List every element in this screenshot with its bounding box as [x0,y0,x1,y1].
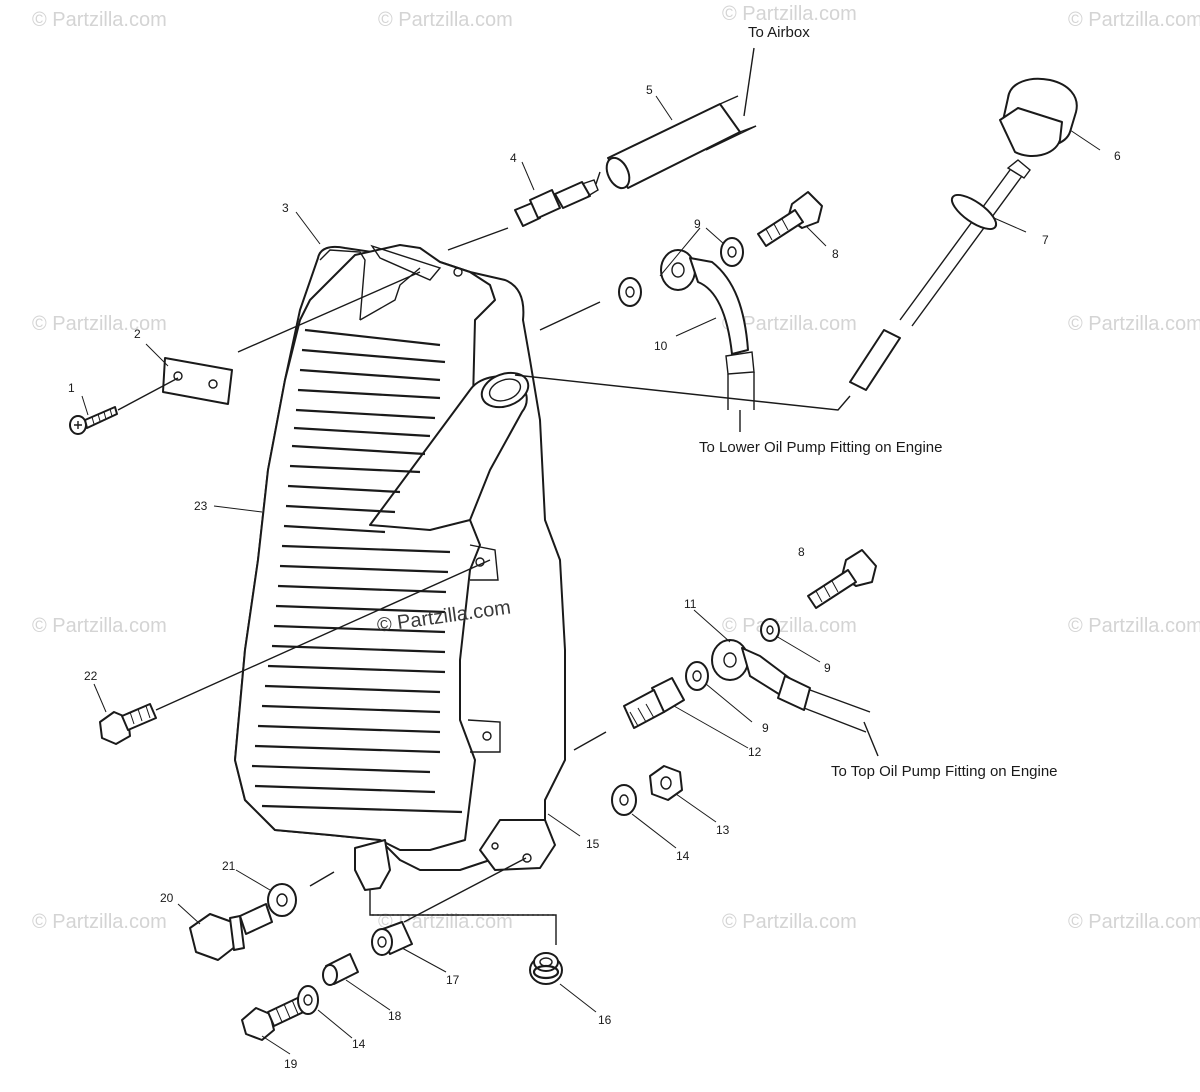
watermark-2: © Partzilla.com [378,9,513,31]
part-8-bolt-upper [757,191,823,247]
part-21-washer [267,883,297,917]
part-14-washer-right [611,784,637,816]
note-to-lower-oil-pump: To Lower Oil Pump Fitting on Engine [699,439,942,456]
watermark-15: © Partzilla.com [1068,911,1200,933]
watermark-13: © Partzilla.com [378,911,513,933]
callout-15: 15 [586,837,600,851]
part-9-washer-lower-a [760,618,780,642]
part-17-spacer [371,921,413,956]
callout-8-upper: 8 [832,247,839,261]
oil-tank [234,244,566,891]
callout-5: 5 [646,83,653,97]
part-8-bolt-lower [807,549,877,609]
part-16-grommet [529,952,563,985]
callout-6: 6 [1114,149,1121,163]
part-9-washer-upper-b [618,277,642,307]
part-dipstick-end [849,329,901,391]
watermark-9: © Partzilla.com [32,615,167,637]
callout-13: 13 [716,823,730,837]
note-to-top-oil-pump: To Top Oil Pump Fitting on Engine [831,763,1058,780]
callout-14-left: 14 [352,1037,366,1051]
part-13-nut [649,765,683,801]
part-6-dipstick-cap [899,77,1078,327]
watermark-7: © Partzilla.com [722,313,857,335]
part-10-oil-line [660,249,755,410]
leader-lines [81,47,1101,1055]
callout-9-upper: 9 [694,217,701,231]
part-5-hose [605,95,757,190]
callout-12: 12 [748,745,762,759]
callout-1: 1 [68,381,75,395]
part-12-fitting [623,677,685,729]
watermark-8: © Partzilla.com [1068,313,1200,335]
callout-22: 22 [84,669,98,683]
part-9-washer-lower-b [685,661,709,691]
callout-14-right: 14 [676,849,690,863]
part-9-washer-upper-a [720,237,744,267]
watermark-5: © Partzilla.com [32,313,167,335]
watermarks: © Partzilla.com © Partzilla.com © Partzi… [32,3,1200,933]
note-to-airbox: To Airbox [748,24,810,41]
callout-23: 23 [194,499,208,513]
watermark-10: © Partzilla.com [722,615,857,637]
callout-19: 19 [284,1057,298,1071]
callout-16: 16 [598,1013,612,1027]
callout-4: 4 [510,151,517,165]
watermark-12: © Partzilla.com [32,911,167,933]
callout-17: 17 [446,973,460,987]
callout-10: 10 [654,339,668,353]
part-11-banjo-line [711,639,871,733]
callout-2: 2 [134,327,141,341]
part-4-fitting [514,179,599,227]
part-14-washer-left [297,985,319,1015]
watermark-3: © Partzilla.com [722,3,857,25]
watermark-11: © Partzilla.com [1068,615,1200,637]
callout-21: 21 [222,859,236,873]
callout-20: 20 [160,891,174,905]
part-20-drain-bolt [189,903,273,961]
callout-11: 11 [684,597,697,611]
callout-3: 3 [282,201,289,215]
part-1-screw [69,406,118,435]
callouts: 1 2 3 4 5 6 7 8 8 9 9 9 10 11 12 13 14 1… [68,83,1121,1071]
part-22-bolt [99,703,157,745]
callout-18: 18 [388,1009,402,1023]
callout-7: 7 [1042,233,1049,247]
watermark-1: © Partzilla.com [32,9,167,31]
part-2-plate [162,357,233,405]
watermark-4: © Partzilla.com [1068,9,1200,31]
callout-9-lower: 9 [762,721,769,735]
callout-9-right: 9 [824,661,831,675]
callout-8-lower: 8 [798,545,805,559]
part-18-sleeve [322,953,359,986]
watermark-14: © Partzilla.com [722,911,857,933]
